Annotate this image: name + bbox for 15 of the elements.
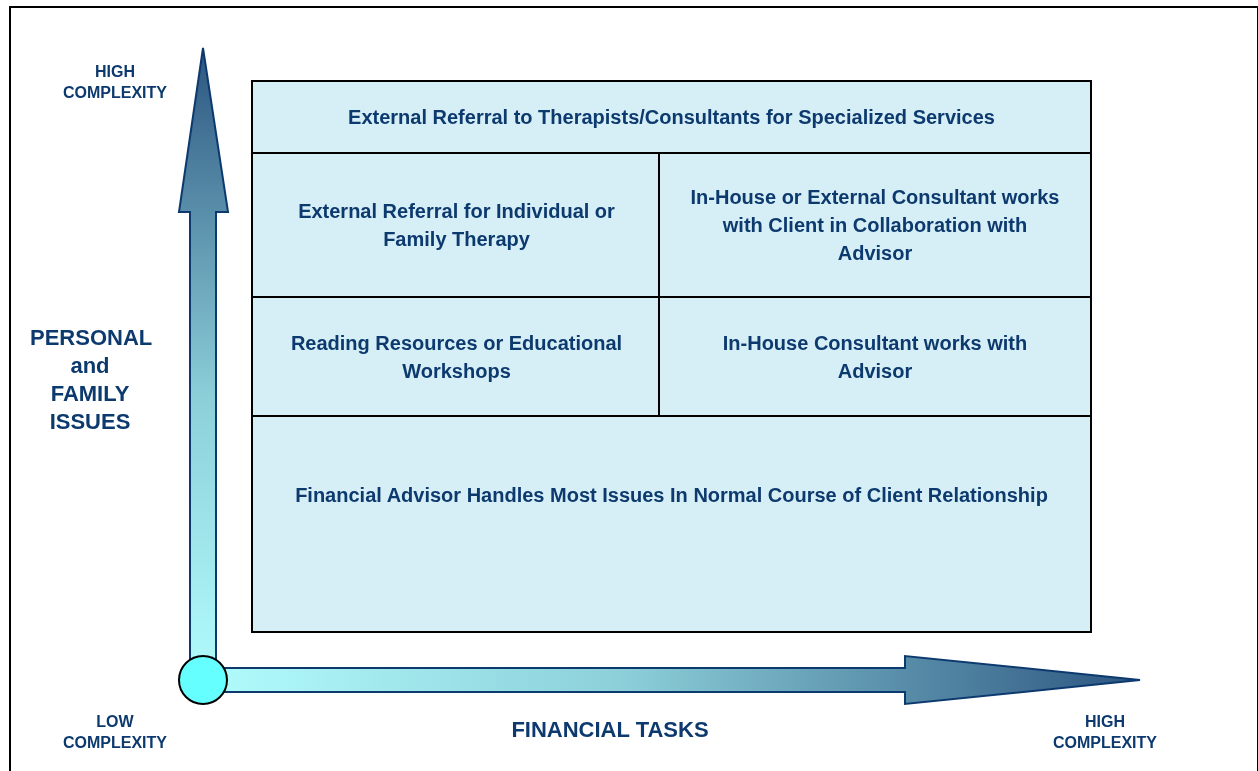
matrix-cell	[251, 80, 1092, 154]
cell-text: Reading Resources or Educational Workshops	[289, 330, 624, 384]
cell-text: In-House Consultant works with Advisor	[721, 330, 1029, 384]
cell-text: In-House or External Consultant works with Client in Collaboration with Advisor	[690, 185, 1060, 266]
y-axis-title: PERSONAL and FAMILY ISSUES	[30, 324, 150, 436]
matrix-cell	[658, 296, 1092, 417]
y-axis-high-label: HIGH COMPLEXITY	[62, 62, 168, 103]
cell-text: Financial Advisor Handles Most Issues In Normal Course of Client Relationship	[295, 483, 1048, 508]
y-axis-low-label: LOW COMPLEXITY	[62, 712, 168, 753]
cell-text: External Referral for Individual or Family Therapy	[297, 199, 616, 252]
matrix-cell	[658, 152, 1092, 298]
cell-text: External Referral to Therapists/Consultants for Specialized Services	[348, 105, 995, 130]
matrix-cell	[251, 415, 1092, 633]
x-axis-title: FINANCIAL TASKS	[510, 716, 710, 744]
x-axis-high-label: HIGH COMPLEXITY	[1052, 712, 1158, 753]
